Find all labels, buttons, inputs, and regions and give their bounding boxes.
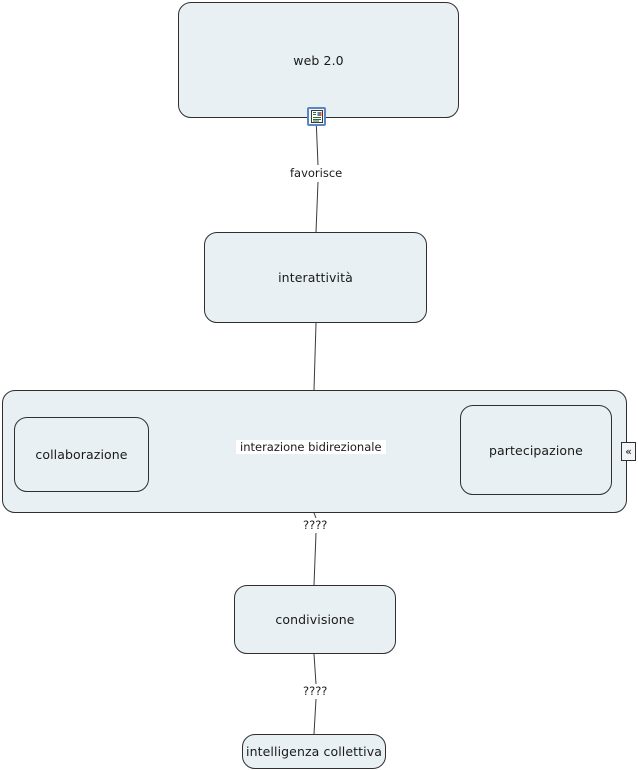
connector-favorisce-interattivita <box>315 181 319 233</box>
node-label-partecipazione: partecipazione <box>489 442 583 458</box>
collapse-left-icon[interactable]: « <box>621 442 636 461</box>
node-collaborazione[interactable]: collaborazione <box>14 417 149 492</box>
node-partecipazione[interactable]: partecipazione <box>460 405 612 495</box>
node-label-intelligenza-collettiva: intelligenza collettiva <box>246 744 382 759</box>
edge-label-favorisce: favorisce <box>287 167 346 180</box>
edge-label-question-2: ???? <box>300 685 331 698</box>
node-label-collaborazione: collaborazione <box>35 447 128 462</box>
document-note-glyph <box>310 110 323 123</box>
arrow-label-interazione-bidirezionale: interazione bidirezionale <box>236 440 386 454</box>
connector-q1-condivisione <box>313 532 317 586</box>
connector-q2-intelligenza <box>313 698 317 735</box>
collapse-left-glyph: « <box>625 445 632 458</box>
node-label-condivisione: condivisione <box>275 612 355 627</box>
node-condivisione[interactable]: condivisione <box>234 585 396 654</box>
node-label-web-2-0: web 2.0 <box>293 52 344 68</box>
node-interattivita[interactable]: interattività <box>204 232 427 323</box>
connector-interattivita-group <box>313 322 317 391</box>
node-intelligenza-collettiva[interactable]: intelligenza collettiva <box>242 734 386 769</box>
node-label-interattivita: interattività <box>278 270 353 285</box>
edge-label-question-1: ???? <box>300 519 331 532</box>
connector-group-q1 <box>313 512 317 519</box>
connector-condivisione-q2 <box>313 653 317 685</box>
document-note-icon[interactable] <box>307 107 326 126</box>
node-web-2-0[interactable]: web 2.0 <box>178 2 459 118</box>
